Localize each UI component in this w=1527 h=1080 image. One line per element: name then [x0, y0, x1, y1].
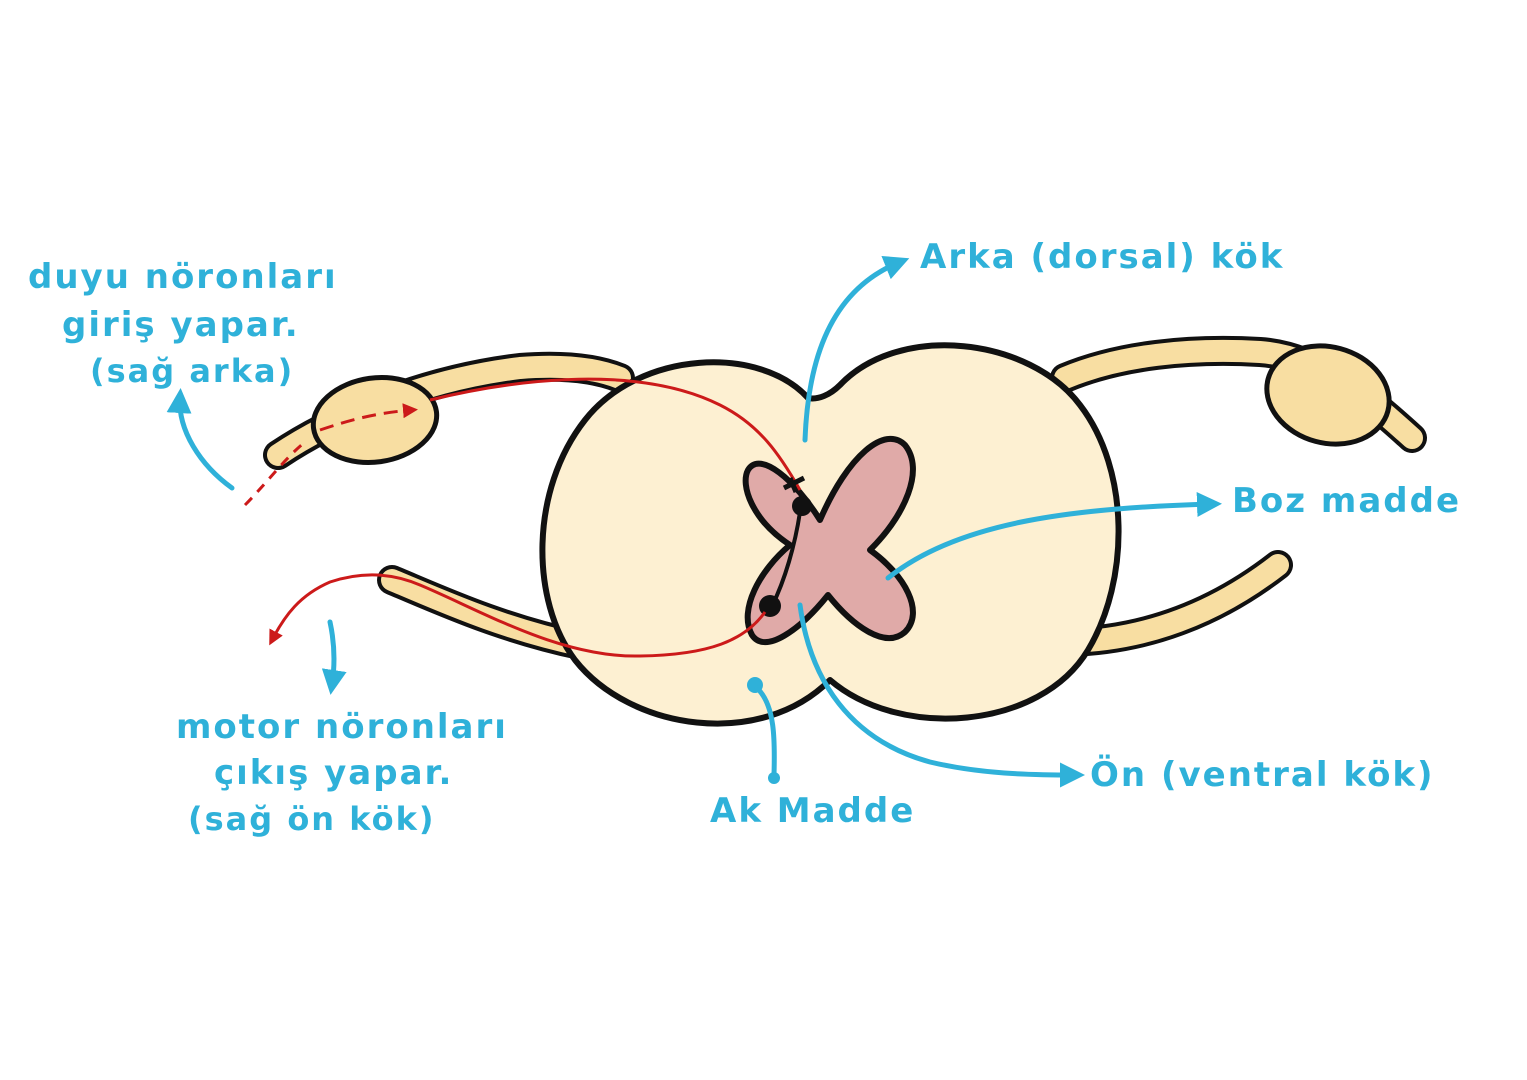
sensory-label-line2: giriş yapar. [62, 305, 300, 345]
ventral-root-label: Ön (ventral kök) [1090, 754, 1435, 795]
right-dorsal-ganglion [1264, 343, 1392, 447]
sensory-leader [166, 388, 235, 491]
left-ventral-nerve [377, 565, 595, 660]
text-labels: duyu nöronları giriş yapar. (sağ arka) A… [28, 237, 1461, 838]
grey-matter-label: Boz madde [1232, 481, 1461, 521]
ventral-root-leader [797, 602, 1085, 788]
right-ventral-nerve [1053, 550, 1293, 657]
motor-label-line2: çıkış yapar. [214, 753, 453, 793]
grey-matter-shape [742, 435, 916, 646]
label-leaders [166, 255, 1222, 788]
sensory-label-line1: duyu nöronları [28, 257, 338, 297]
motor-signal-path [269, 573, 767, 658]
sensory-signal-path [243, 377, 802, 507]
white-matter-label: Ak Madde [710, 791, 915, 831]
white-matter-leader [747, 677, 780, 784]
sensory-label-line3: (sağ arka) [90, 352, 294, 390]
motor-leader [321, 619, 347, 695]
dorsal-root-label: Arka (dorsal) kök [920, 237, 1284, 277]
dorsal-root-leader [802, 255, 910, 443]
motor-label-line3: (sağ ön kök) [188, 800, 436, 838]
interneuron-connection [759, 475, 812, 617]
grey-matter-leader [885, 491, 1222, 581]
left-dorsal-ganglion [310, 375, 440, 465]
right-dorsal-nerve [1050, 335, 1427, 453]
motor-label-line1: motor nöronları [176, 707, 508, 747]
